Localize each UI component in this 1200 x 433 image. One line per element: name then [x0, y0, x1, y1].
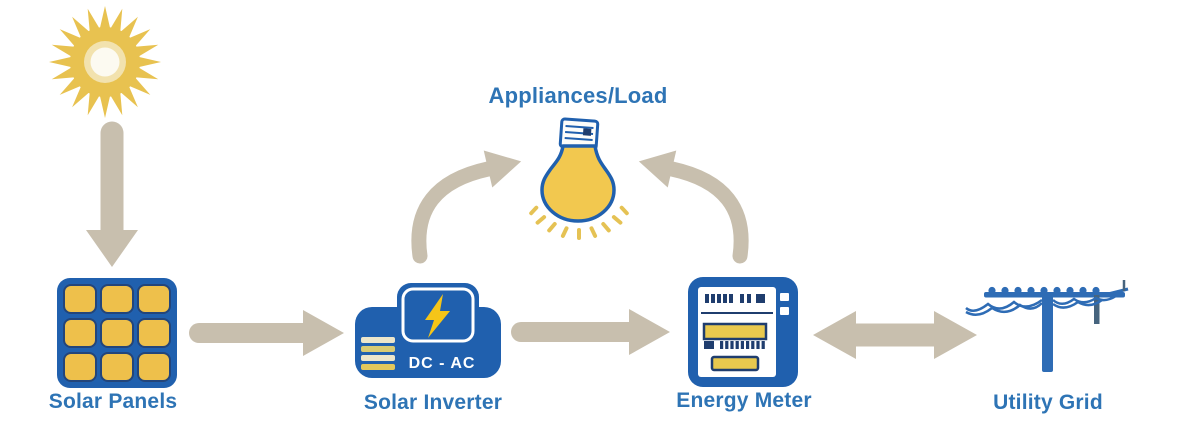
- light-bulb-icon: [529, 117, 629, 240]
- energy-meter-label: Energy Meter: [676, 389, 812, 412]
- solar-inverter-icon: DC - AC: [355, 283, 501, 378]
- sun-icon: [49, 6, 161, 118]
- utility-grid-icon: [965, 280, 1129, 372]
- arrow-inverter-to-load-icon: [411, 150, 522, 264]
- arrow-meter-to-load-icon: [638, 150, 749, 264]
- utility-grid-label: Utility Grid: [993, 391, 1103, 414]
- arrow-meter-grid-bidirectional-icon: [813, 311, 977, 359]
- inverter-vents-icon: [361, 337, 395, 370]
- solar-panels-icon: [57, 278, 177, 388]
- lightning-bolt-icon: [425, 294, 450, 338]
- appliances-load-label: Appliances/Load: [488, 83, 668, 108]
- arrow-panels-to-inverter-icon: [189, 310, 344, 356]
- arrow-inverter-to-meter-icon: [511, 309, 670, 355]
- light-rays-icon: [529, 205, 629, 240]
- meter-display-icon: [705, 294, 765, 303]
- inverter-dc-ac-text: DC - AC: [409, 355, 476, 372]
- solar-panels-label: Solar Panels: [48, 390, 178, 413]
- arrow-sun-to-panels-icon: [86, 121, 138, 267]
- solar-inverter-label: Solar Inverter: [363, 391, 503, 414]
- energy-meter-icon: [688, 277, 798, 387]
